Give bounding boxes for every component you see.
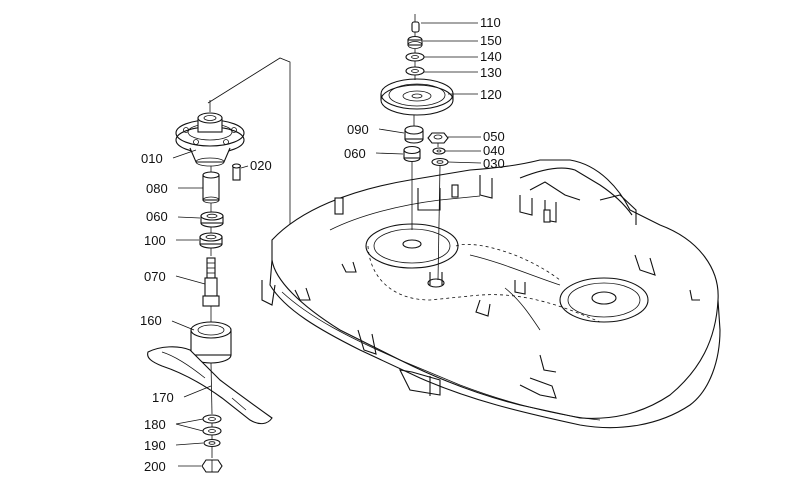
callout-040: 040 — [483, 143, 505, 158]
leader-lines — [171, 22, 482, 467]
callout-160: 160 — [140, 313, 162, 328]
callout-180: 180 — [144, 417, 166, 432]
spindle-assembly — [147, 57, 291, 473]
mower-deck — [261, 159, 721, 429]
callout-010: 010 — [141, 151, 163, 166]
callout-050: 050 — [483, 129, 505, 144]
callout-200: 200 — [144, 459, 166, 474]
callout-labels: 110 150 140 130 120 090 050 060 040 030 … — [140, 15, 505, 474]
callout-150: 150 — [480, 33, 502, 48]
callout-100: 100 — [144, 233, 166, 248]
callout-080: 080 — [146, 181, 168, 196]
callout-130: 130 — [480, 65, 502, 80]
callout-090: 090 — [347, 122, 369, 137]
pulley-assembly — [380, 14, 454, 281]
callout-060-upper: 060 — [344, 146, 366, 161]
callout-140: 140 — [480, 49, 502, 64]
callout-020: 020 — [250, 158, 272, 173]
callout-110: 110 — [480, 15, 501, 30]
callout-170: 170 — [152, 390, 174, 405]
callout-030: 030 — [483, 156, 505, 171]
callout-070: 070 — [144, 269, 166, 284]
callout-120: 120 — [480, 87, 502, 102]
callout-190: 190 — [144, 438, 166, 453]
callout-060-lower: 060 — [146, 209, 168, 224]
